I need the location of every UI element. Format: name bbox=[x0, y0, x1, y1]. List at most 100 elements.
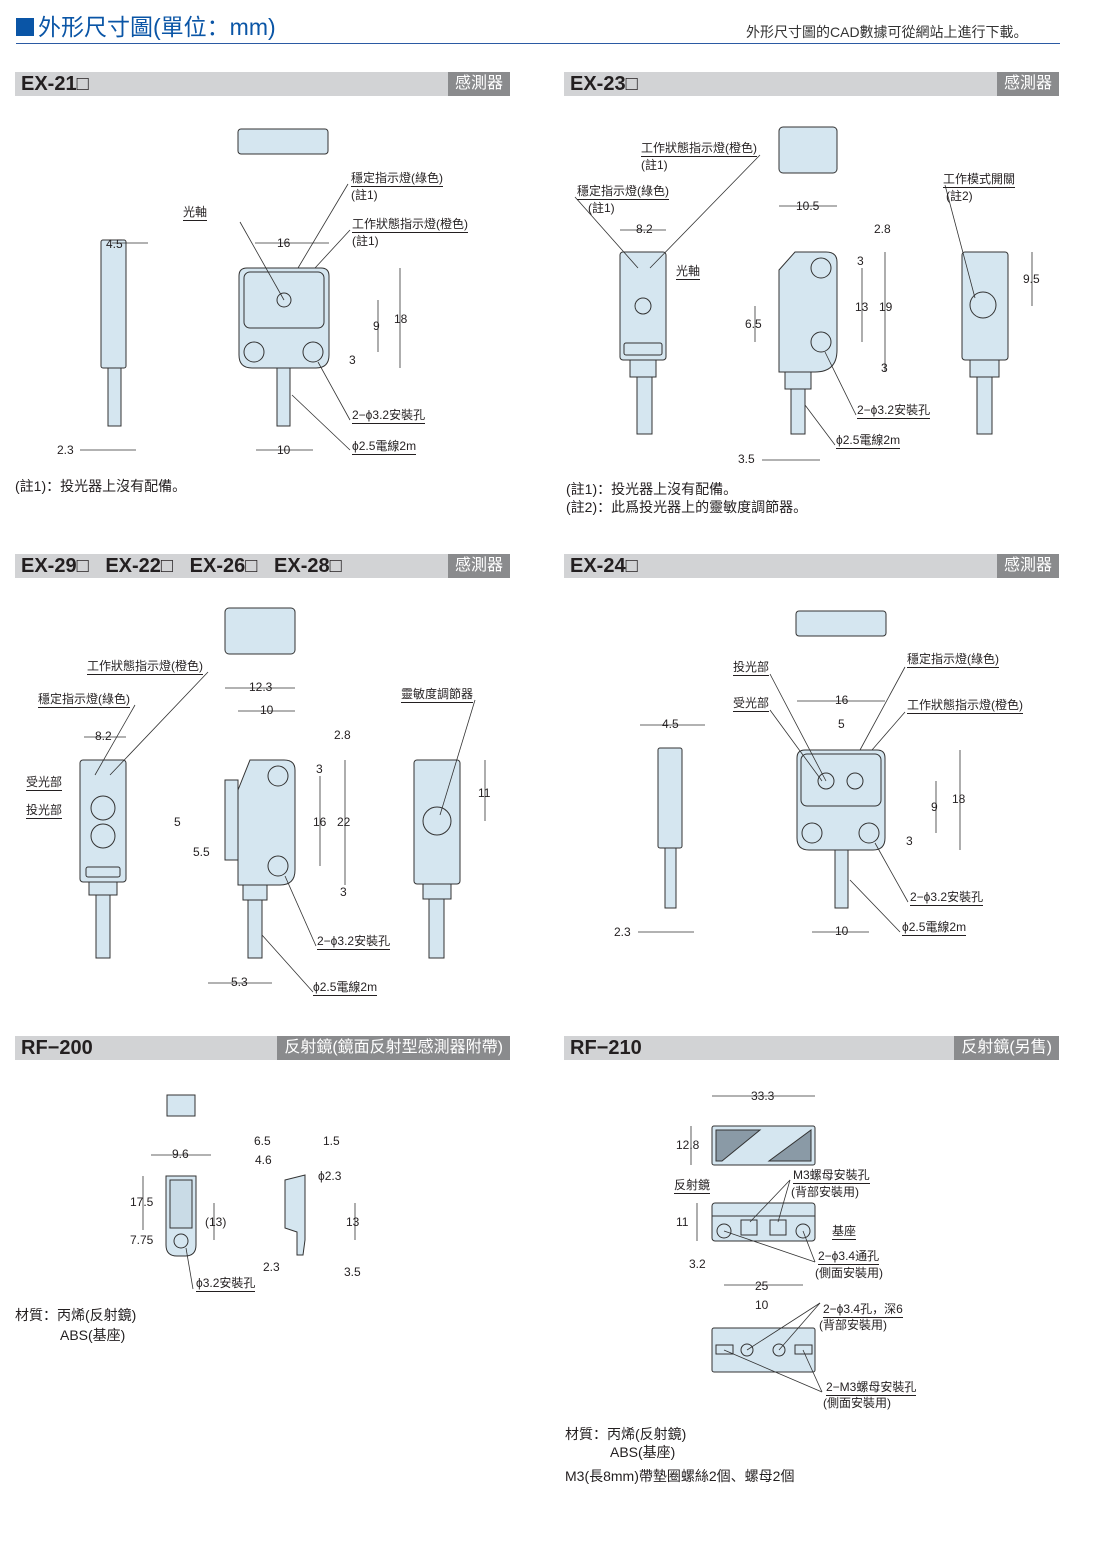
dimension-label: 5.5 bbox=[193, 845, 210, 859]
dimension-label: 9.6 bbox=[172, 1147, 189, 1161]
dimension-label: 1.5 bbox=[323, 1134, 340, 1148]
operation-indicator-label: 工作狀態指示燈(橙色) bbox=[352, 217, 468, 233]
stable-indicator-label: 穩定指示燈(綠色) bbox=[577, 184, 669, 200]
operation-indicator-label: 工作狀態指示燈(橙色) bbox=[87, 659, 203, 675]
ex21-drawing bbox=[80, 128, 401, 451]
rf200-drawing bbox=[142, 1094, 356, 1290]
dimension-label: 16 bbox=[835, 693, 849, 707]
dimension-label: 5.3 bbox=[231, 975, 248, 989]
note-ref: (註1) bbox=[641, 158, 668, 172]
dimension-label: 5 bbox=[838, 717, 845, 731]
dimension-label: 2.3 bbox=[57, 443, 74, 457]
model-name: RF−200 bbox=[21, 1037, 93, 1059]
side-nut-hole-label: 2−M3螺母安裝孔 bbox=[826, 1380, 917, 1396]
page-title-text: 外形尺寸圖(單位：mm) bbox=[38, 14, 276, 40]
dimension-label: 6.5 bbox=[745, 317, 762, 331]
dimension-label: 3 bbox=[316, 762, 323, 776]
dimension-label: 10.5 bbox=[796, 199, 820, 213]
dimension-label: 3 bbox=[349, 353, 356, 367]
dimension-label: 17.5 bbox=[130, 1195, 154, 1209]
dimension-label: 25 bbox=[755, 1279, 769, 1293]
material-text: 材質：丙烯(反射鏡) bbox=[15, 1307, 137, 1323]
dimension-label: 18 bbox=[394, 312, 408, 326]
sensitivity-adjuster-label: 靈敏度調節器 bbox=[401, 687, 474, 703]
stable-indicator-label: 穩定指示燈(綠色) bbox=[38, 692, 130, 708]
category-tag: 感測器 bbox=[996, 72, 1059, 96]
dimension-label: 3.5 bbox=[344, 1265, 361, 1279]
dimension-label: 2.8 bbox=[874, 222, 891, 236]
dimension-label: 3 bbox=[906, 834, 913, 848]
dimension-label: 3 bbox=[881, 361, 888, 375]
category-tag: 感測器 bbox=[996, 554, 1059, 578]
dimension-label: 2.3 bbox=[614, 925, 631, 939]
mounting-hole-label: 2−ϕ3.2安裝孔 bbox=[317, 934, 391, 950]
dimension-label: 16 bbox=[313, 815, 327, 829]
back-hole-label: 2−ϕ3.4孔，深6 bbox=[823, 1302, 903, 1318]
nut-hole-label: M3螺母安裝孔 bbox=[793, 1168, 870, 1184]
operation-indicator-label: 工作狀態指示燈(橙色) bbox=[907, 698, 1023, 714]
dimension-label: 3.5 bbox=[738, 452, 755, 466]
cable-label: ϕ2.5電線2m bbox=[352, 439, 417, 455]
note-ref: (註2) bbox=[946, 189, 973, 203]
ex24-drawing bbox=[638, 610, 961, 933]
base-label: 基座 bbox=[832, 1224, 857, 1240]
dimension-label: 10 bbox=[277, 443, 291, 457]
stable-indicator-label: 穩定指示燈(綠色) bbox=[351, 171, 443, 187]
mode-switch-label: 工作模式開關 bbox=[943, 172, 1016, 188]
nut-hole-note: (背部安裝用) bbox=[791, 1185, 859, 1199]
dimension-label: 5 bbox=[174, 815, 181, 829]
dimension-label: 9 bbox=[931, 800, 938, 814]
material-text: ABS(基座) bbox=[60, 1327, 126, 1343]
dimension-label: 16 bbox=[277, 236, 291, 250]
model-name: EX-21□ bbox=[21, 73, 89, 95]
cad-download-note: 外形尺寸圖的CAD數據可從網站上進行下載。 bbox=[746, 24, 1028, 40]
mounting-hole-label: 2−ϕ3.2安裝孔 bbox=[910, 890, 984, 906]
dimension-label: 9.5 bbox=[1023, 272, 1040, 286]
mounting-hole-label: 2−ϕ3.2安裝孔 bbox=[857, 403, 931, 419]
rf210-drawing bbox=[690, 1095, 823, 1393]
dimension-label: 2.8 bbox=[334, 728, 351, 742]
through-hole-note: (側面安裝用) bbox=[815, 1266, 883, 1280]
mounting-hole-label: 2−ϕ3.2安裝孔 bbox=[352, 408, 426, 424]
category-tag: 感測器 bbox=[447, 554, 510, 578]
dimension-label: 2.3 bbox=[263, 1260, 280, 1274]
dimension-label: 10 bbox=[755, 1298, 769, 1312]
dimension-label: 7.75 bbox=[130, 1233, 154, 1247]
page-title: 外形尺寸圖(單位：mm) bbox=[16, 8, 276, 42]
back-hole-note: (背部安裝用) bbox=[819, 1318, 887, 1332]
footnote: (註1)：投光器上沒有配備。 bbox=[15, 478, 187, 494]
category-tag: 感測器 bbox=[447, 72, 510, 96]
emitter-label: 投光部 bbox=[26, 803, 63, 819]
dimension-label: 3.2 bbox=[689, 1257, 706, 1271]
dimension-label: 3 bbox=[340, 885, 347, 899]
dimension-label: 33.3 bbox=[751, 1089, 775, 1103]
dimension-label: 11 bbox=[478, 786, 491, 800]
ex29-drawing bbox=[79, 607, 486, 993]
dimension-label: 10 bbox=[260, 703, 274, 717]
through-hole-label: 2−ϕ3.4通孔 bbox=[818, 1249, 880, 1265]
note-ref: (註1) bbox=[352, 234, 379, 248]
side-nut-hole-note: (側面安裝用) bbox=[823, 1396, 891, 1410]
note-ref: (註1) bbox=[588, 201, 615, 215]
dimension-label: 8.2 bbox=[636, 222, 653, 236]
footnote: (註2)：此爲投光器上的靈敏度調節器。 bbox=[566, 499, 808, 515]
dimension-label: 13 bbox=[346, 1215, 360, 1229]
model-name: RF−210 bbox=[570, 1037, 642, 1059]
cable-label: ϕ2.5電線2m bbox=[836, 433, 901, 449]
mirror-label: 反射鏡 bbox=[674, 1178, 711, 1194]
cable-label: ϕ2.5電線2m bbox=[313, 980, 378, 996]
category-tag: 反射鏡(另售) bbox=[954, 1036, 1059, 1060]
dimension-label: 4.6 bbox=[255, 1153, 272, 1167]
model-name: EX-29□ EX-22□ EX-26□ EX-28□ bbox=[21, 555, 342, 577]
section-bar-rf210: RF−210 反射鏡(另售) bbox=[564, 1036, 1059, 1060]
dimension-label: 10 bbox=[835, 924, 849, 938]
dimension-label: 12.8 bbox=[676, 1138, 700, 1152]
dimension-label: 4.5 bbox=[106, 237, 123, 251]
mounting-hole-label: ϕ3.2安裝孔 bbox=[196, 1276, 256, 1292]
section-bar-ex29: EX-29□ EX-22□ EX-26□ EX-28□ 感測器 bbox=[15, 554, 510, 578]
dimension-label: 6.5 bbox=[254, 1134, 271, 1148]
dimension-label: 9 bbox=[373, 319, 380, 333]
dimension-label: 8.2 bbox=[95, 729, 112, 743]
